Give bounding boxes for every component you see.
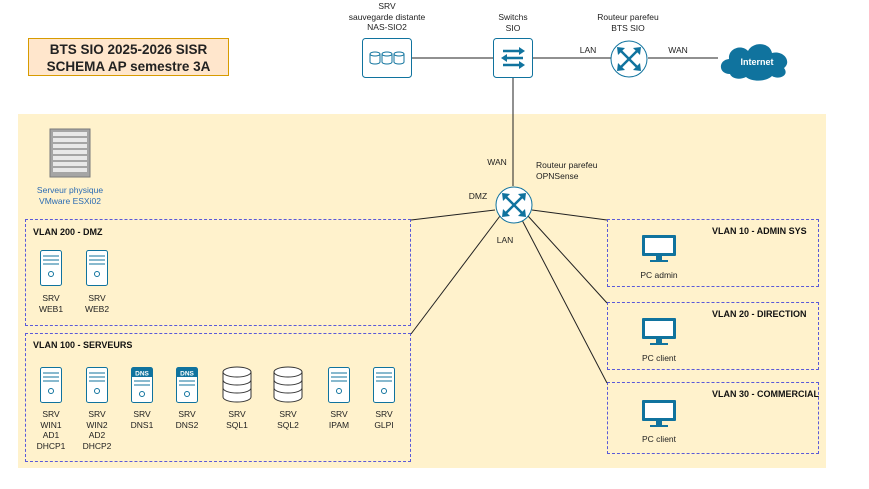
dns-server-icon: DNS bbox=[176, 367, 198, 403]
server-web1[interactable] bbox=[40, 250, 62, 291]
title-line-2: SCHEMA AP semestre 3A bbox=[46, 59, 211, 74]
server-win1[interactable] bbox=[40, 367, 62, 408]
server-sql1-label: SRV SQL1 bbox=[226, 409, 248, 430]
server-glpi-label: SRV GLPI bbox=[374, 409, 394, 430]
nas-label: SRV sauvegarde distante NAS-SIO2 bbox=[348, 1, 426, 32]
esxi-label: Serveur physique VMware ESXi02 bbox=[36, 185, 104, 206]
server-dns2-label: SRV DNS2 bbox=[175, 409, 199, 430]
server-web1-label: SRV WEB1 bbox=[38, 293, 64, 314]
title-line-1: BTS SIO 2025-2026 SISR bbox=[49, 42, 208, 57]
router-bts-icon[interactable] bbox=[610, 40, 648, 78]
link-label-wan-top: WAN bbox=[668, 45, 688, 55]
opnsense-router-icon[interactable] bbox=[495, 186, 533, 224]
dns-badge: DNS bbox=[180, 371, 194, 378]
switch-label: Switchs SIO bbox=[498, 12, 528, 33]
pc-client-commercial[interactable] bbox=[641, 399, 677, 434]
server-icon bbox=[373, 367, 395, 403]
link-opnsense-vlan100 bbox=[410, 215, 501, 335]
database-icon bbox=[273, 366, 303, 403]
vlan-20-title: VLAN 20 - DIRECTION bbox=[712, 309, 807, 319]
server-dns1-label: SRV DNS1 bbox=[130, 409, 154, 430]
server-sql2-label: SRV SQL2 bbox=[277, 409, 299, 430]
link-label-dmz: DMZ bbox=[468, 191, 488, 201]
server-icon bbox=[86, 250, 108, 286]
vlan-200-title: VLAN 200 - DMZ bbox=[33, 227, 103, 237]
monitor-icon bbox=[642, 235, 676, 262]
monitor-icon bbox=[642, 400, 676, 427]
server-dns2[interactable]: DNS bbox=[176, 367, 198, 408]
opnsense-label: Routeur parefeu OPNSense bbox=[536, 160, 598, 181]
vlan-10-title: VLAN 10 - ADMIN SYS bbox=[712, 226, 807, 236]
router-bts-label: Routeur parefeu BTS SIO bbox=[597, 12, 659, 33]
server-win2[interactable] bbox=[86, 367, 108, 408]
server-dns1[interactable]: DNS bbox=[131, 367, 153, 408]
server-icon bbox=[328, 367, 350, 403]
database-icon bbox=[222, 366, 252, 403]
server-icon bbox=[40, 250, 62, 286]
link-opnsense-vlan20 bbox=[527, 215, 608, 304]
diagram-title: BTS SIO 2025-2026 SISR SCHEMA AP semestr… bbox=[28, 38, 229, 76]
server-ipam-label: SRV IPAM bbox=[328, 409, 350, 430]
link-opnsense-vlan10 bbox=[531, 209, 608, 221]
server-ipam[interactable] bbox=[328, 367, 350, 408]
server-icon bbox=[86, 367, 108, 403]
vlan-100-title: VLAN 100 - SERVEURS bbox=[33, 340, 133, 350]
pc-client-direction-label: PC client bbox=[641, 353, 677, 363]
link-label-lan-top: LAN bbox=[579, 45, 597, 55]
server-win2-label: SRV WIN2 AD2 DHCP2 bbox=[82, 409, 112, 451]
dns-server-icon: DNS bbox=[131, 367, 153, 403]
pc-admin[interactable] bbox=[641, 234, 677, 269]
vlan-10-box bbox=[607, 219, 819, 287]
vlan-30-title: VLAN 30 - COMMERCIAL bbox=[712, 389, 820, 399]
pc-client-commercial-label: PC client bbox=[641, 434, 677, 444]
esxi-server-icon bbox=[49, 128, 91, 178]
dns-badge: DNS bbox=[135, 371, 149, 378]
link-label-wan: WAN bbox=[487, 157, 507, 167]
internet-label: Internet bbox=[740, 57, 773, 67]
server-icon bbox=[40, 367, 62, 403]
link-opnsense-vlan30 bbox=[521, 219, 608, 384]
server-win1-label: SRV WIN1 AD1 DHCP1 bbox=[36, 409, 66, 451]
pc-admin-label: PC admin bbox=[640, 270, 678, 280]
internet-cloud-icon[interactable]: Internet bbox=[716, 38, 798, 82]
monitor-icon bbox=[642, 318, 676, 345]
switch-icon[interactable] bbox=[493, 38, 533, 78]
server-glpi[interactable] bbox=[373, 367, 395, 408]
link-label-lan: LAN bbox=[496, 235, 514, 245]
server-sql2[interactable] bbox=[273, 366, 303, 409]
link-opnsense-dmz bbox=[410, 209, 496, 221]
server-web2-label: SRV WEB2 bbox=[84, 293, 110, 314]
server-web2[interactable] bbox=[86, 250, 108, 291]
server-sql1[interactable] bbox=[222, 366, 252, 409]
nas-icon[interactable] bbox=[362, 38, 412, 78]
pc-client-direction[interactable] bbox=[641, 317, 677, 352]
